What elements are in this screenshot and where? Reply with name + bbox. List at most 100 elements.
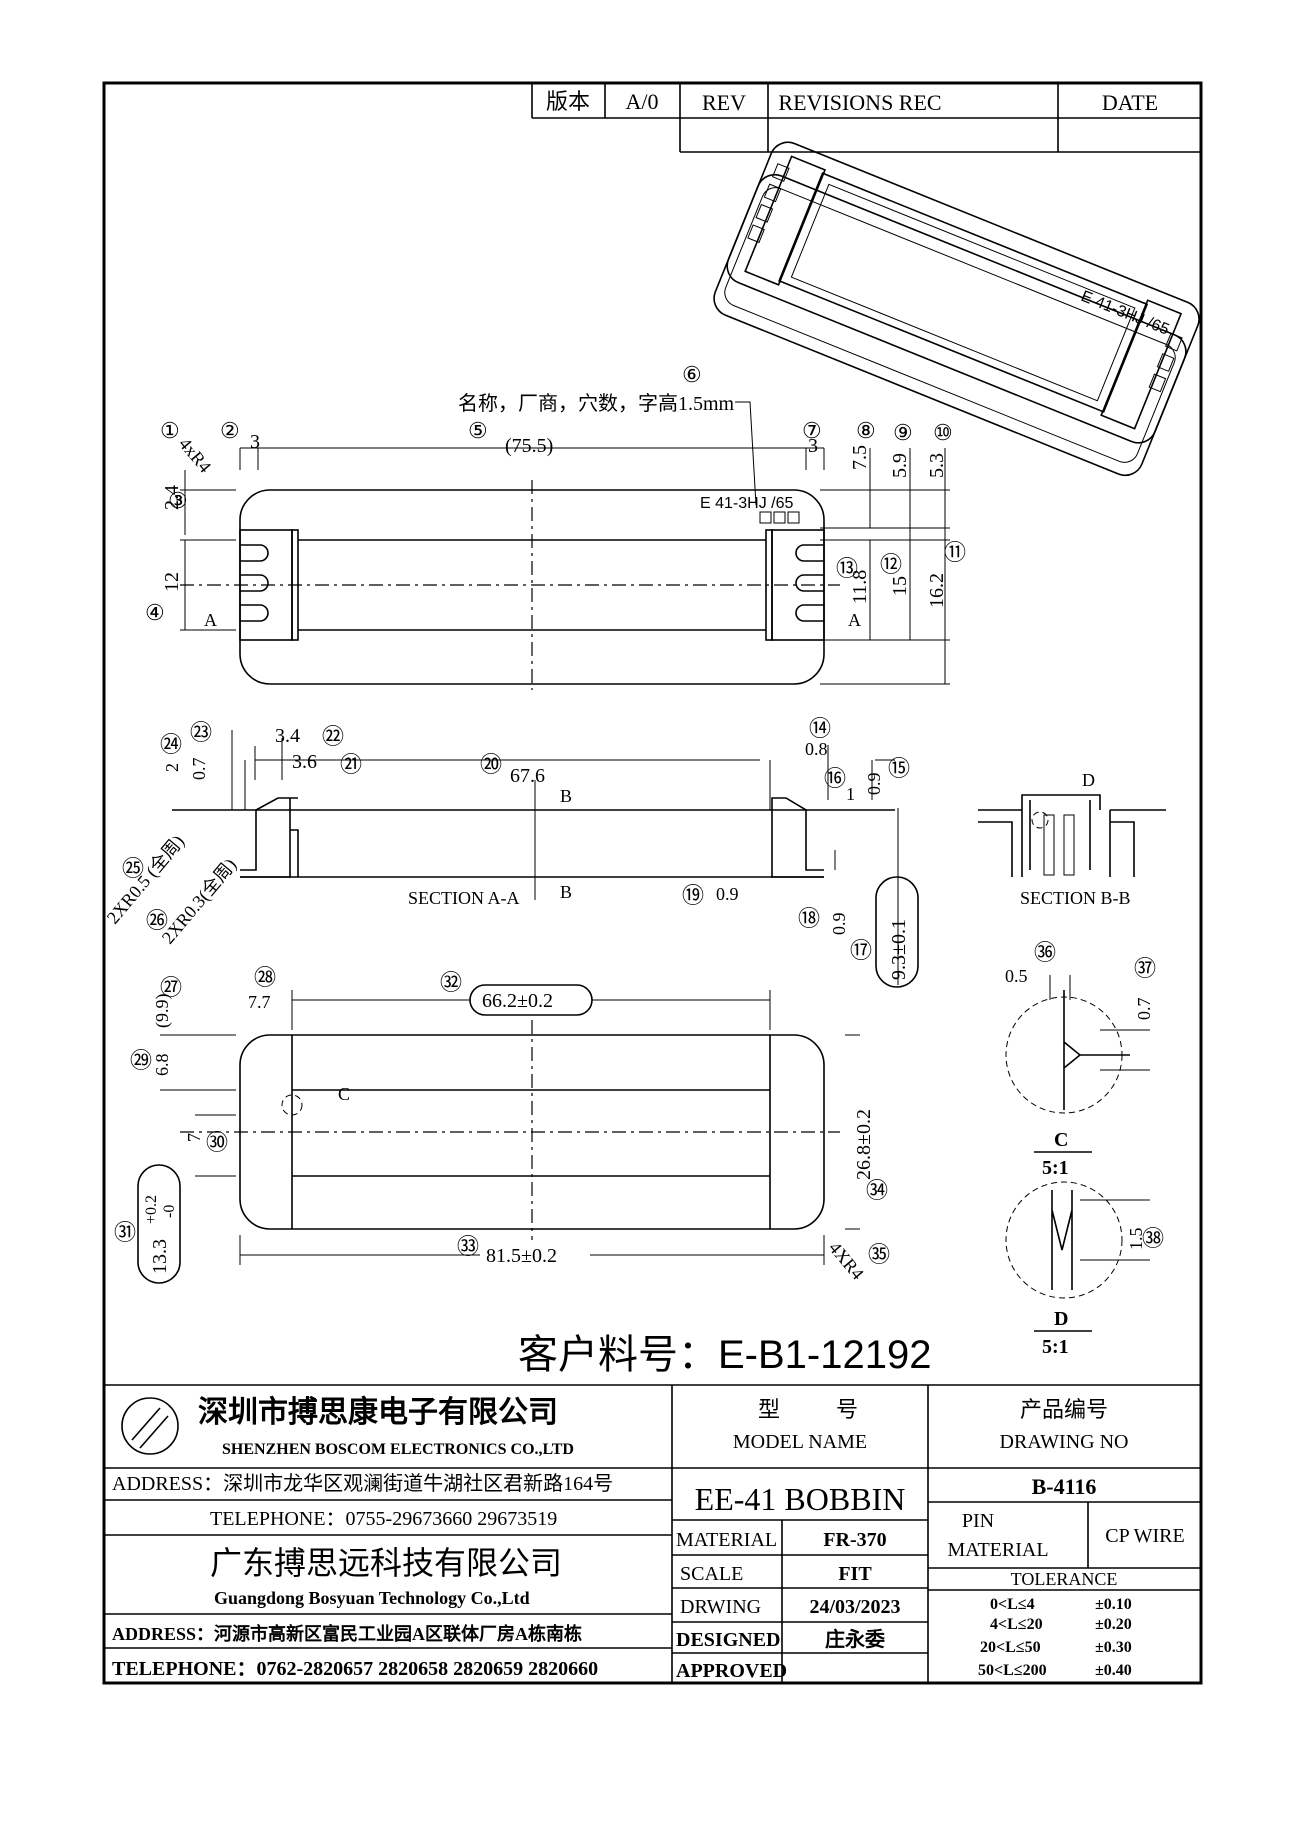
title-block: 深圳市搏思康电子有限公司 SHENZHEN BOSCOM ELECTRONICS… xyxy=(104,1384,1201,1683)
balloon-1: ① xyxy=(160,418,180,443)
model-cn-1: 型 xyxy=(758,1397,780,1422)
balloon-24: ㉔ xyxy=(160,732,182,757)
dim-32: 66.2±0.2 xyxy=(482,990,553,1012)
dim-22: 3.4 xyxy=(275,725,300,747)
balloon-9: ⑨ xyxy=(893,420,913,445)
revision-block: 版本 A/0 REV REVISIONS REC DATE xyxy=(531,83,1201,153)
dim-34: 26.8±0.2 xyxy=(853,1109,875,1180)
rev-version-value: A/0 xyxy=(626,89,659,114)
dim-10: 5.3 xyxy=(926,453,948,478)
tol-range-4: 50<L≤200 xyxy=(978,1662,1047,1679)
balloon-5: ⑤ xyxy=(468,418,488,443)
pin-material-label-1: PIN xyxy=(962,1510,994,1532)
address-1: ADDRESS：深圳市龙华区观澜街道牛湖社区君新路164号 xyxy=(112,1472,613,1495)
balloon-14: ⑭ xyxy=(809,716,831,741)
rev-label: REV xyxy=(702,90,746,115)
dim-4: 12 xyxy=(161,572,183,592)
dim-28: 7.7 xyxy=(248,992,271,1012)
dim-37: 0.7 xyxy=(1134,998,1154,1021)
dim-17-frame xyxy=(875,876,919,988)
balloon-18: ⑱ xyxy=(798,906,820,931)
dim-2: 3 xyxy=(250,431,260,453)
balloon-2: ② xyxy=(220,418,240,443)
balloon-38: ㊳ xyxy=(1142,1226,1164,1251)
balloon-31: ㉛ xyxy=(114,1220,136,1245)
balloon-10: ⑩ xyxy=(933,420,953,445)
marker-a-left: A xyxy=(204,610,217,630)
balloon-23: ㉓ xyxy=(190,720,212,745)
drawing-date-value: 24/03/2023 xyxy=(809,1596,900,1618)
section-aa-label: SECTION A-A xyxy=(408,888,520,908)
balloon-4: ④ xyxy=(145,600,165,625)
model-value: EE-41 BOBBIN xyxy=(695,1481,906,1517)
detail-c-scale: 5:1 xyxy=(1042,1157,1069,1179)
balloon-34: ㉞ xyxy=(866,1178,888,1203)
balloon-7: ⑦ xyxy=(802,418,822,443)
tol-value-1: ±0.10 xyxy=(1095,1596,1132,1613)
section-aa: B B SECTION A-A 67.6 3.6 3.4 0.7 2 2XR0.… xyxy=(103,725,919,988)
dim-18: 0.9 xyxy=(829,913,849,936)
dim-31-tol-minus: -0 xyxy=(161,1205,178,1218)
telephone-1: TELEPHONE：0755-29673660 29673519 xyxy=(210,1508,557,1530)
dim-5: (75.5) xyxy=(505,435,553,457)
marking-note: 名称，厂商，穴数，字高1.5mm xyxy=(458,392,735,415)
balloon-13: ⑬ xyxy=(836,556,858,581)
marker-d: D xyxy=(1082,770,1095,790)
balloon-12: ⑫ xyxy=(880,552,902,577)
dim-29: 6.8 xyxy=(152,1054,172,1077)
dim-17: 9.3±0.1 xyxy=(888,919,910,980)
rev-version-label: 版本 xyxy=(546,89,590,114)
balloon-19: ⑲ xyxy=(682,883,704,908)
detail-d-label: D xyxy=(1054,1308,1068,1330)
dim-30: 7 xyxy=(184,1133,204,1142)
balloon-30: ㉚ xyxy=(206,1130,228,1155)
drawing-label: DRAWING NO xyxy=(1000,1431,1129,1453)
dim-14: 0.8 xyxy=(805,739,828,759)
balloon-35: ㉟ xyxy=(868,1242,890,1267)
dim-11: 16.2 xyxy=(926,573,948,608)
detail-c: 0.5 0.7 C 5:1 xyxy=(1005,966,1154,1179)
dim-21: 3.6 xyxy=(292,751,317,773)
balloon-28: ㉘ xyxy=(254,965,276,990)
balloon-22: ㉒ xyxy=(322,724,344,749)
dim-38: 1.5 xyxy=(1126,1228,1146,1251)
company-logo xyxy=(121,1397,179,1455)
dim-24: 2 xyxy=(162,763,182,772)
marker-a-right: A xyxy=(848,610,861,630)
balloon-20: ⑳ xyxy=(480,752,502,777)
drawing-date-label: DRWING xyxy=(680,1596,761,1618)
section-bb: SECTION B-B D xyxy=(978,770,1166,908)
detail-d: 1.5 D 5:1 xyxy=(1005,1181,1150,1358)
dim-33: 81.5±0.2 xyxy=(486,1245,557,1267)
scale-value: FIT xyxy=(838,1563,872,1585)
detail-d-scale: 5:1 xyxy=(1042,1336,1069,1358)
material-label: MATERIAL xyxy=(676,1529,777,1551)
company-en: SHENZHEN BOSCOM ELECTRONICS CO.,LTD xyxy=(222,1441,574,1458)
bottom-view: C 7.7 (9.9) 6.8 7 13.3 +0.2 -0 66.2±0.2 … xyxy=(137,984,875,1284)
dim-8: 7.5 xyxy=(849,445,871,470)
scale-label: SCALE xyxy=(680,1563,743,1585)
marker-b-top: B xyxy=(560,786,572,806)
dim-36: 0.5 xyxy=(1005,966,1028,986)
balloon-17: ⑰ xyxy=(850,938,872,963)
balloon-21: ㉑ xyxy=(340,752,362,777)
dim-1: 4xR4 xyxy=(175,434,215,477)
pin-material-label-2: MATERIAL xyxy=(947,1539,1048,1561)
detail-c-label: C xyxy=(1054,1129,1068,1151)
balloon-37: ㊲ xyxy=(1134,956,1156,981)
top-view: E 41-3HJ /65 xyxy=(180,480,840,690)
tol-range-3: 20<L≤50 xyxy=(980,1639,1041,1656)
telephone-2: TELEPHONE：0762-2820657 2820658 2820659 2… xyxy=(112,1658,598,1680)
balloon-11: ⑪ xyxy=(944,540,966,565)
customer-part-number: 客户料号：E-B1-12192 xyxy=(518,1333,931,1377)
marker-b-bottom: B xyxy=(560,882,572,902)
dim-16: 1 xyxy=(846,784,855,804)
dim-27: (9.9) xyxy=(152,994,173,1029)
balloon-15: ⑮ xyxy=(888,756,910,781)
dim-20: 67.6 xyxy=(510,765,545,787)
address-2: ADDRESS：河源市高新区富民工业园A区联体厂房A栋南栋 xyxy=(112,1623,582,1644)
marker-c: C xyxy=(338,1084,350,1104)
company2-en: Guangdong Bosyuan Technology Co.,Ltd xyxy=(214,1588,530,1608)
